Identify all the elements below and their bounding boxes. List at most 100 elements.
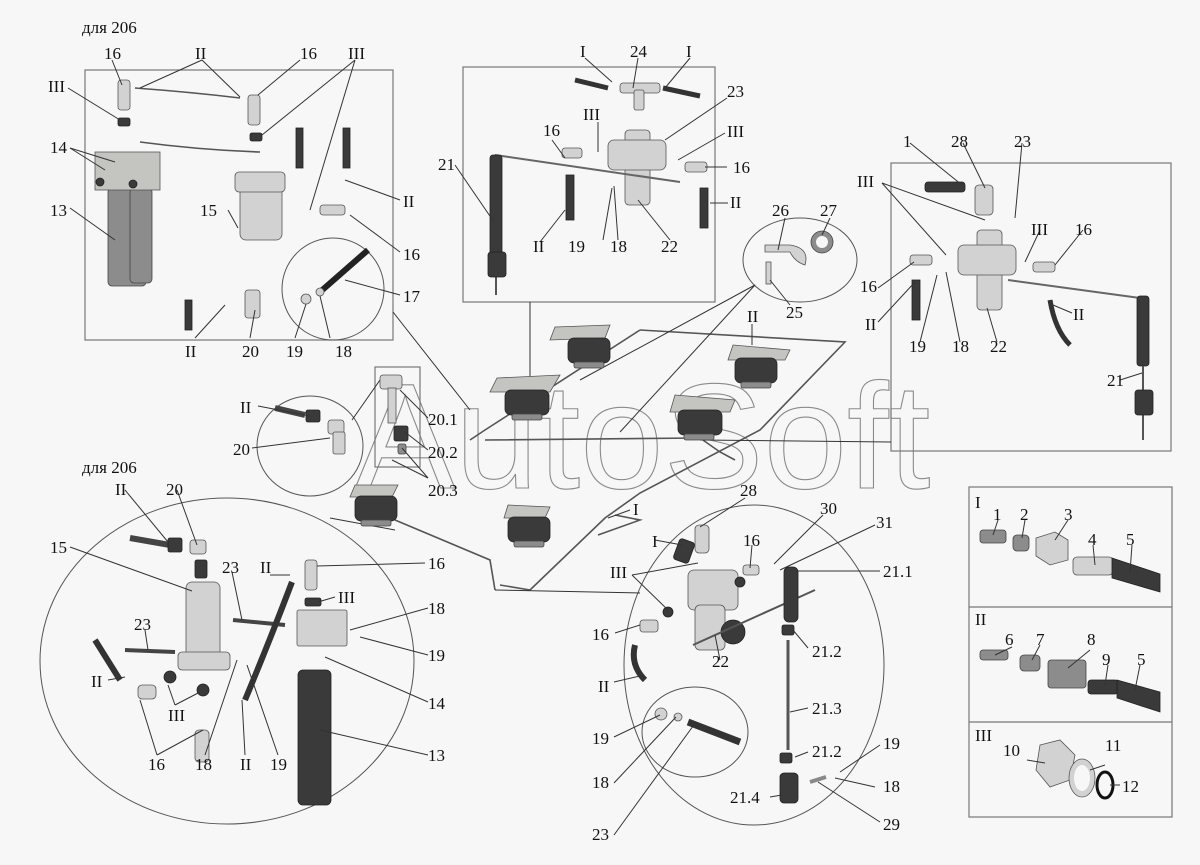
legend-part-label: 8 <box>1087 630 1096 649</box>
part-label: 20 <box>166 480 183 499</box>
legend-part-label: 6 <box>1005 630 1014 649</box>
part-label: 13 <box>428 746 445 765</box>
group-label: II <box>730 193 742 212</box>
central-pipe-network <box>329 284 892 594</box>
panel-top-center-frame <box>462 66 716 303</box>
bottom-left-labels: II 20 15 23 II 16 III 18 19 23 II III 14… <box>50 480 446 774</box>
part-label: 19 <box>883 734 900 753</box>
part-label: 23 <box>134 615 151 634</box>
part-label: 19 <box>568 237 585 256</box>
group-label: II <box>533 237 545 256</box>
legend-parts <box>979 529 1161 800</box>
part-label: 20 <box>233 440 250 459</box>
part-label: 16 <box>1075 220 1092 239</box>
legend-frame <box>968 486 1173 818</box>
air-spring-2 <box>549 324 611 369</box>
group-label: I <box>652 532 658 551</box>
part-label: 20.2 <box>428 443 458 462</box>
legend-part-label: 2 <box>1020 505 1029 524</box>
legend-part-label: 1 <box>993 505 1002 524</box>
part-label: 28 <box>740 481 757 500</box>
part-label: 23 <box>1014 132 1031 151</box>
part-label: 16 <box>592 625 609 644</box>
legend-labels: I 1 2 3 4 5 II 6 7 8 9 5 III 10 11 12 <box>975 493 1146 796</box>
group-label: III <box>610 563 627 582</box>
part-label: 24 <box>630 42 648 61</box>
clamp-detail-labels: 26 27 25 <box>772 201 838 322</box>
legend-section-title: II <box>975 610 987 629</box>
group-label: III <box>857 172 874 191</box>
group-label: I <box>686 42 692 61</box>
detail-circle-bolt-small <box>641 686 749 778</box>
top-center-parts <box>487 77 709 295</box>
part-label: 18 <box>592 773 609 792</box>
central-labels: II I <box>633 307 759 519</box>
part-label: 1 <box>903 132 912 151</box>
legend-part-label: 12 <box>1122 777 1139 796</box>
part-label: 31 <box>876 513 893 532</box>
part-label: 23 <box>222 558 239 577</box>
group-label: I <box>633 500 639 519</box>
part-label: 16 <box>860 277 877 296</box>
panel-top-right-frame <box>890 162 1172 452</box>
part-label: 21.2 <box>812 642 842 661</box>
part-label: 16 <box>743 531 760 550</box>
part-label: 16 <box>104 44 121 63</box>
leader-lines <box>67 57 1143 836</box>
part-label: 17 <box>403 287 421 306</box>
part-label: 18 <box>610 237 627 256</box>
part-label: 13 <box>50 201 67 220</box>
part-label: 19 <box>909 337 926 356</box>
part-label: 18 <box>335 342 352 361</box>
part-label: 26 <box>772 201 789 220</box>
group-label: II <box>1073 305 1085 324</box>
air-spring-4 <box>669 394 736 441</box>
top-center-labels: I 24 I 23 III 16 III 16 21 II II 19 18 2… <box>438 42 750 256</box>
fitting-detail-parts <box>274 374 409 455</box>
group-label: II <box>240 398 252 417</box>
part-label: 16 <box>733 158 750 177</box>
part-label: 28 <box>951 132 968 151</box>
group-label: II <box>240 755 252 774</box>
part-label: 21.1 <box>883 562 913 581</box>
detail-fitting-frame <box>374 366 421 468</box>
part-label: 21 <box>1107 371 1124 390</box>
group-label: III <box>583 105 600 124</box>
group-label: III <box>168 706 185 725</box>
group-label: III <box>1031 220 1048 239</box>
bottom-center-parts <box>630 524 827 804</box>
group-label: II <box>747 307 759 326</box>
part-label: 18 <box>883 777 900 796</box>
legend-part-label: 5 <box>1126 530 1135 549</box>
group-label: III <box>348 44 365 63</box>
part-label: 23 <box>592 825 609 844</box>
legend-part-label: 3 <box>1064 505 1073 524</box>
part-label: 18 <box>428 599 445 618</box>
air-spring-1 <box>489 374 561 421</box>
group-label: II <box>260 558 272 577</box>
group-label: II <box>115 480 127 499</box>
top-right-parts <box>909 181 1154 440</box>
legend-part-label: 7 <box>1036 630 1045 649</box>
group-label: II <box>598 677 610 696</box>
group-label: II <box>185 342 197 361</box>
part-label: 20.1 <box>428 410 458 429</box>
part-label: 21.3 <box>812 699 842 718</box>
part-label: 23 <box>727 82 744 101</box>
legend-part-label: 4 <box>1088 530 1097 549</box>
part-label: 19 <box>592 729 609 748</box>
air-spring-5 <box>349 484 399 527</box>
legend-section-title: I <box>975 493 981 512</box>
group-label: III <box>338 588 355 607</box>
part-label: 16 <box>148 755 165 774</box>
detail-circle-bottom-center <box>623 504 885 826</box>
group-label: III <box>48 77 65 96</box>
group-label: III <box>727 122 744 141</box>
part-label: 18 <box>952 337 969 356</box>
legend-part-label: 11 <box>1105 736 1121 755</box>
detail-circle-bolt <box>281 237 385 341</box>
top-right-labels: 1 28 23 III III 16 16 II II 19 18 22 21 <box>857 132 1124 390</box>
part-label: 25 <box>786 303 803 322</box>
part-label: 16 <box>543 121 560 140</box>
part-label: 27 <box>820 201 838 220</box>
